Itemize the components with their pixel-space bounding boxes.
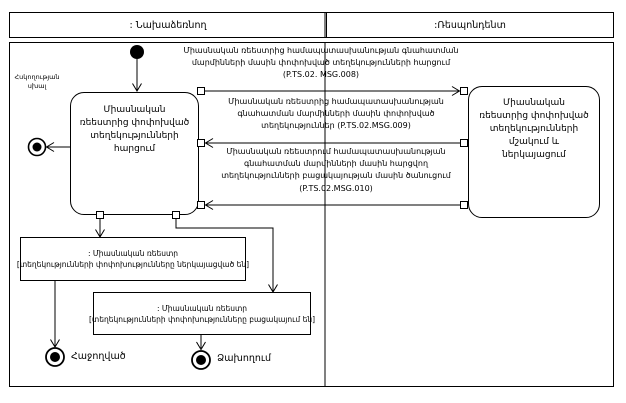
activity-request-changed-info: Միասնական ռեեստրից փոփոխված տեղեկություն… xyxy=(70,92,199,215)
message-label-msg008: Միասնական ռեեստրից համապատասխանության գն… xyxy=(183,46,459,80)
object-unified-register-changes-presented: : Միասնական ռեեստր [տեղեկությունների փոփ… xyxy=(17,237,249,281)
final-success-label: Հաջողված xyxy=(71,351,126,362)
object-unified-register-changes-absent: : Միասնական ռեեստր [տեղեկությունների փոփ… xyxy=(89,292,315,335)
message-label-msg009: Միասնական ռեեստրից համապատասխանության գն… xyxy=(228,97,444,131)
swimlane-header: : Նախաձեռնող :Ռեսպոնդենտ xyxy=(9,12,614,38)
activity-process-and-present: Միասնական ռեեստրից փոփոխված տեղեկություն… xyxy=(468,86,600,218)
diagram-frame xyxy=(9,42,614,387)
message-label-msg010: Միասնական ռեեստրում համապատասխանության գ… xyxy=(221,147,451,193)
error-side-note: Հսկողության սխալ xyxy=(14,73,60,90)
lane-initiator-label: : Նախաձեռնող xyxy=(129,19,207,31)
lane-respondent-label: :Ռեսպոնդենտ xyxy=(326,13,613,37)
final-failure-label: Ձախողում xyxy=(217,353,272,364)
